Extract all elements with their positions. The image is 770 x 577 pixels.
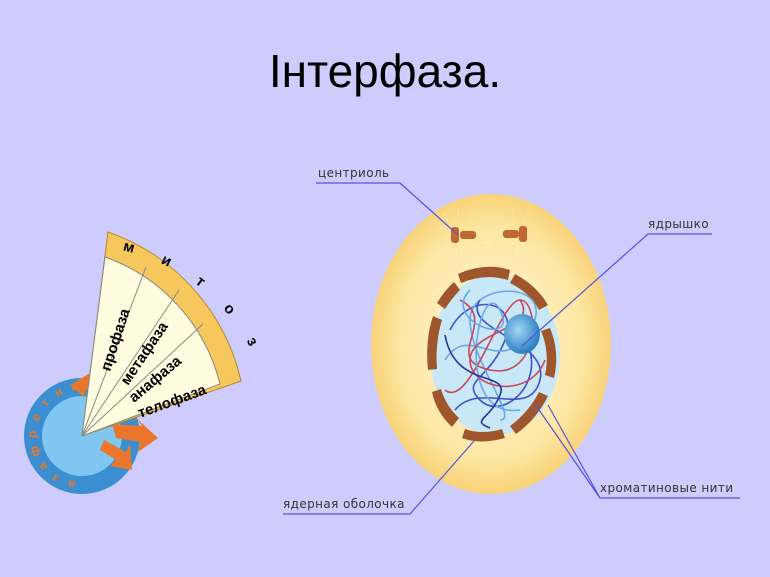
page-title: Інтерфаза. xyxy=(268,45,502,97)
label-nucleolus: ядрышко xyxy=(648,217,709,231)
interphase-letter-4: р xyxy=(25,430,39,438)
mitosis-letter-4: з xyxy=(243,334,261,349)
nuclear-envelope xyxy=(427,266,557,442)
mitosis-letter-0: м xyxy=(122,238,137,257)
interphase-letter-5: ф xyxy=(26,444,43,459)
interphase-letter-8: а xyxy=(67,477,77,492)
label-nuclear-envelope: ядерная оболочка xyxy=(283,497,405,511)
mitosis-letter-2: т xyxy=(192,273,208,291)
cell xyxy=(371,194,611,494)
pointer-lines xyxy=(283,182,740,515)
interphase-letter-3: е xyxy=(28,411,44,423)
label-chromatin: хроматиновые нити xyxy=(600,481,733,495)
interphase-letter-0: и xyxy=(70,379,79,394)
mitosis-letter-3: о xyxy=(220,300,239,318)
chromatin-threads xyxy=(444,289,546,429)
centrioles xyxy=(436,209,541,256)
nucleolus xyxy=(504,314,540,354)
label-centriole: центриоль xyxy=(318,166,390,180)
mitosis-fan xyxy=(81,256,221,437)
